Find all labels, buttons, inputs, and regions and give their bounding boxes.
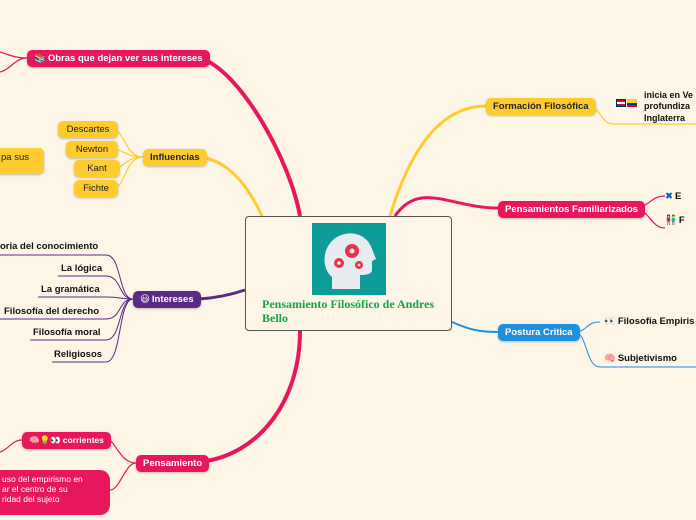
familiarizado-label: E xyxy=(674,191,682,202)
branch-intereses[interactable]: 😃Intereses xyxy=(133,291,201,309)
corrientes-node[interactable]: 🧠💡👀corrientes xyxy=(22,432,111,450)
familiarizado-item[interactable]: ✖E xyxy=(665,191,681,202)
central-topic[interactable]: Pensamiento Filosófico de Andres Bello xyxy=(245,216,452,331)
branch-obras-label: Obras que dejan ver sus intereses xyxy=(47,53,203,64)
postura-item[interactable]: 🧠Subjetivismo xyxy=(604,353,677,364)
branch-pensamiento-label: Pensamiento xyxy=(143,458,203,469)
interest-item[interactable]: Religiosos xyxy=(54,349,103,360)
branch-postura[interactable]: Postura Critica xyxy=(498,324,580,342)
interest-item[interactable]: La lógica xyxy=(61,263,103,274)
branch-familiarizados[interactable]: Pensamientos Familiarizados xyxy=(498,201,646,219)
influence-item[interactable]: Newton xyxy=(66,141,118,159)
branch-influencias[interactable]: Influencias xyxy=(143,149,207,167)
central-title: Pensamiento Filosófico de Andres Bello xyxy=(262,297,435,326)
empirismo-note[interactable]: uso del empirismo en ar el centro de su … xyxy=(0,470,110,515)
scotland-flag-icon: ✖ xyxy=(665,191,673,202)
formacion-line: inicia en Ve xyxy=(644,90,694,100)
branch-familiarizados-label: Pensamientos Familiarizados xyxy=(505,204,639,215)
head-gears-icon xyxy=(312,223,386,295)
books-icon: 📚 xyxy=(34,53,46,64)
branch-influencias-label: Influencias xyxy=(150,152,200,163)
branch-intereses-label: Intereses xyxy=(151,294,194,305)
interest-item[interactable]: Filosofía del derecho xyxy=(4,306,100,317)
brain-icon: 🧠 xyxy=(604,353,616,364)
postura-label: Filosofia Empiris xyxy=(617,316,695,327)
smiley-icon: 😃 xyxy=(140,294,150,305)
interest-item[interactable]: La gramática xyxy=(41,284,100,295)
interest-item[interactable]: oria del conocimiento xyxy=(0,241,99,252)
branch-obras[interactable]: 📚Obras que dejan ver sus intereses xyxy=(27,50,210,68)
formacion-line: profundiza xyxy=(644,101,690,112)
empirismo-line: ridad del sujeto xyxy=(2,494,60,505)
corrientes-label: corrientes xyxy=(62,435,104,445)
flags-icon xyxy=(616,98,638,109)
interest-item[interactable]: Filosofía moral xyxy=(33,327,101,338)
influence-item[interactable]: Descartes xyxy=(58,121,118,139)
eyes-icon: 👀 xyxy=(604,316,616,327)
empirismo-line: ar el centro de su xyxy=(2,484,68,495)
postura-item[interactable]: 👀Filosofia Empiris xyxy=(604,316,694,327)
familiarizado-item[interactable]: 👫F xyxy=(665,215,685,226)
influence-note-text: pa sus xyxy=(1,152,29,163)
people-icon: 👫 xyxy=(665,215,677,226)
branch-postura-label: Postura Critica xyxy=(505,327,573,338)
formacion-text[interactable]: inicia en Ve profundiza Inglaterra xyxy=(644,90,693,124)
branch-pensamiento[interactable]: Pensamiento xyxy=(136,455,210,473)
brain-bulb-eyes-icon: 🧠💡👀 xyxy=(29,436,61,446)
branch-formacion[interactable]: Formación Filosófica xyxy=(486,98,596,116)
familiarizado-label: F xyxy=(678,215,685,226)
branch-formacion-label: Formación Filosófica xyxy=(493,101,589,112)
postura-label: Subjetivismo xyxy=(617,353,677,364)
influence-note[interactable]: pa sus xyxy=(0,148,44,174)
empirismo-line: uso del empirismo en xyxy=(2,474,83,484)
influence-item[interactable]: Kant xyxy=(74,160,120,178)
formacion-line: Inglaterra xyxy=(644,112,686,123)
influence-item[interactable]: Fichte xyxy=(74,180,118,198)
